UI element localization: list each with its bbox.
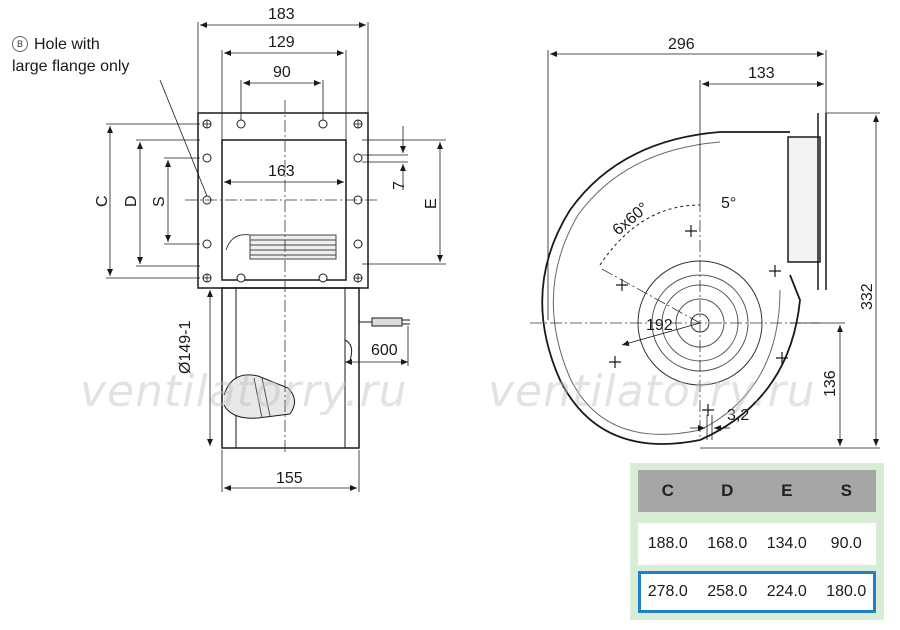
table-cell: 258.0	[707, 583, 748, 600]
note-line-1: Hole with	[34, 36, 100, 53]
header-C: C	[661, 481, 674, 500]
table-cell: 224.0	[766, 583, 807, 600]
dim-E: E	[423, 198, 440, 209]
cable	[344, 317, 410, 361]
front-view-dimensions	[106, 22, 446, 492]
dim-332: 332	[859, 283, 876, 310]
housing-body	[221, 287, 360, 449]
header-E: E	[781, 481, 793, 500]
dim-183: 183	[268, 6, 295, 23]
side-view-dimensions	[547, 50, 880, 449]
table-cell: 134.0	[766, 535, 807, 552]
dim-C: C	[94, 195, 111, 207]
dim-90: 90	[273, 64, 291, 81]
note-badge-b: B	[12, 36, 28, 52]
watermark-left: ventilatorry.ru	[80, 366, 408, 417]
table-cell: 168.0	[707, 535, 748, 552]
header-S: S	[840, 481, 852, 500]
header-D: D	[721, 481, 734, 500]
table-cell: 90.0	[830, 535, 862, 552]
table-cell: 188.0	[647, 535, 688, 552]
dim-D: D	[123, 195, 140, 207]
motor-bulge	[223, 374, 295, 419]
outlet-opening	[221, 139, 347, 281]
dim-holes-6x60: 6x60°	[610, 200, 652, 239]
table-row-highlighted: 278.0 258.0 224.0 180.0	[638, 571, 876, 613]
dim-600: 600	[371, 342, 398, 359]
dim-136: 136	[822, 370, 839, 397]
dim-angle-5: 5°	[721, 195, 736, 212]
table-cell: 180.0	[826, 583, 867, 600]
dim-296: 296	[668, 36, 695, 53]
dim-S: S	[151, 196, 168, 207]
table-cell: 278.0	[647, 583, 688, 600]
dim-dia149: Ø149-1	[177, 321, 194, 374]
note-line-2: large flange only	[12, 58, 130, 75]
dim-133: 133	[748, 65, 775, 82]
front-view	[185, 100, 410, 455]
dim-3-2: 3,2	[727, 407, 749, 424]
table-header-row: C D E S	[638, 470, 876, 512]
outlet-flange	[787, 136, 821, 263]
dim-155: 155	[276, 470, 303, 487]
table-row: 188.0 168.0 134.0 90.0	[638, 523, 876, 565]
impeller-blades	[225, 234, 337, 260]
flange-note: B Hole with large flange only	[12, 34, 129, 78]
side-view	[530, 113, 827, 445]
watermark-right: ventilatorry.ru	[488, 366, 816, 417]
dimensions-table: C D E S 188.0 168.0 134.0 90.0 278.0 258…	[630, 463, 884, 620]
dim-192: 192	[646, 317, 673, 334]
dim-129: 129	[268, 34, 295, 51]
scroll-housing	[541, 131, 801, 445]
dim-163: 163	[268, 163, 295, 180]
mounting-points	[609, 225, 788, 416]
dim-7: 7	[391, 181, 408, 190]
front-view-labels: 183 129 90 163 155 600 C D S E 7 Ø149-1	[94, 6, 440, 487]
